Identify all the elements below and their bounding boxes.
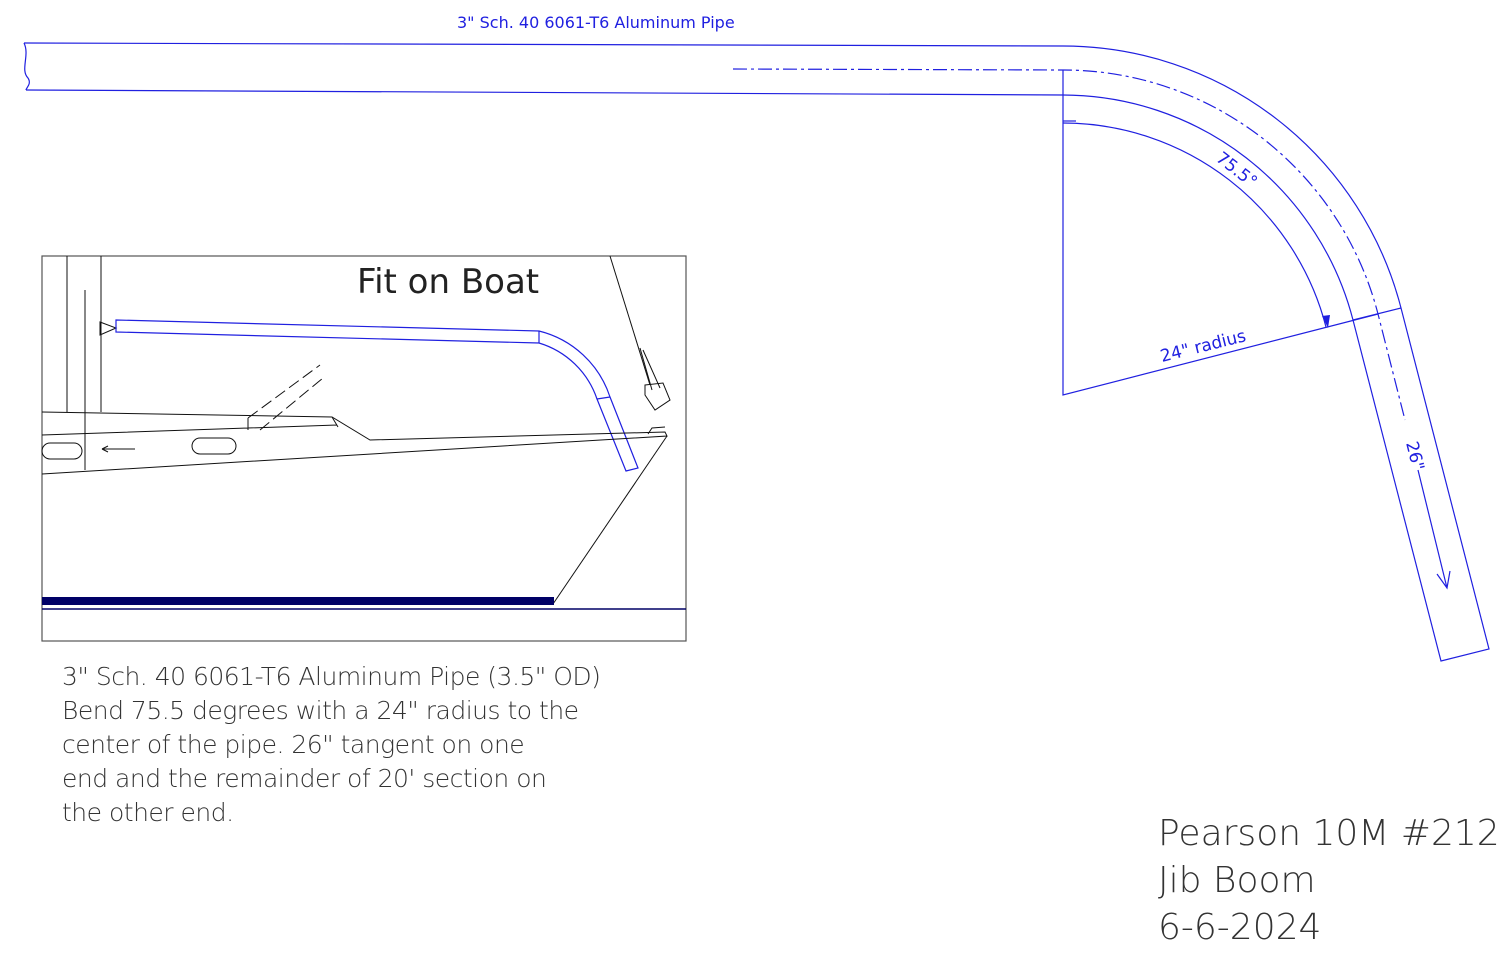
radius-label: 24" radius xyxy=(1158,326,1248,367)
inset-pipe xyxy=(115,319,639,472)
angle-dimension-arc xyxy=(1062,122,1327,328)
arrow-left-icon xyxy=(101,445,135,453)
bow-fitting xyxy=(639,347,671,411)
title-block: Pearson 10M #212 Jib Boom 6-6-2024 xyxy=(1158,810,1500,951)
inset-pipe-bend-marks xyxy=(538,331,611,400)
portlight xyxy=(41,442,83,460)
boot-stripe xyxy=(42,597,554,605)
inset-title: Fit on Boat xyxy=(357,262,539,302)
tangent-label: 26" xyxy=(1401,439,1428,472)
stem-fitting xyxy=(647,426,666,435)
radius-line xyxy=(1062,70,1379,396)
gooseneck-icon xyxy=(99,321,118,336)
boat-name: Pearson 10M #212 xyxy=(1158,813,1500,854)
dashed-deck-item xyxy=(247,364,324,431)
inset-frame xyxy=(41,255,687,642)
portlight xyxy=(191,437,237,455)
angle-arrow-icon xyxy=(1322,315,1330,328)
note-line: center of the pipe. 26" tangent on one xyxy=(62,730,525,759)
forestay xyxy=(609,255,651,386)
note-line: end and the remainder of 20' section on xyxy=(62,764,547,793)
pipe-label: 3" Sch. 40 6061-T6 Aluminum Pipe xyxy=(457,13,735,32)
note-line: 3" Sch. 40 6061-T6 Aluminum Pipe (3.5" O… xyxy=(62,662,601,691)
pipe-break-line xyxy=(23,42,30,91)
note-line: the other end. xyxy=(62,798,234,827)
fit-on-boat-inset: Fit on Boat xyxy=(41,255,687,642)
part-name: Jib Boom xyxy=(1158,860,1316,901)
pipe-centerline xyxy=(732,68,1406,421)
bend-dimensions: 75.5° 24" radius 26" xyxy=(1062,70,1451,590)
hull xyxy=(41,364,668,605)
drawing-date: 6-6-2024 xyxy=(1158,907,1322,948)
note-line: Bend 75.5 degrees with a 24" radius to t… xyxy=(62,696,579,725)
tangent-dimension-arrow xyxy=(1417,469,1451,590)
mast xyxy=(66,256,102,470)
fabrication-notes: 3" Sch. 40 6061-T6 Aluminum Pipe (3.5" O… xyxy=(62,660,601,830)
